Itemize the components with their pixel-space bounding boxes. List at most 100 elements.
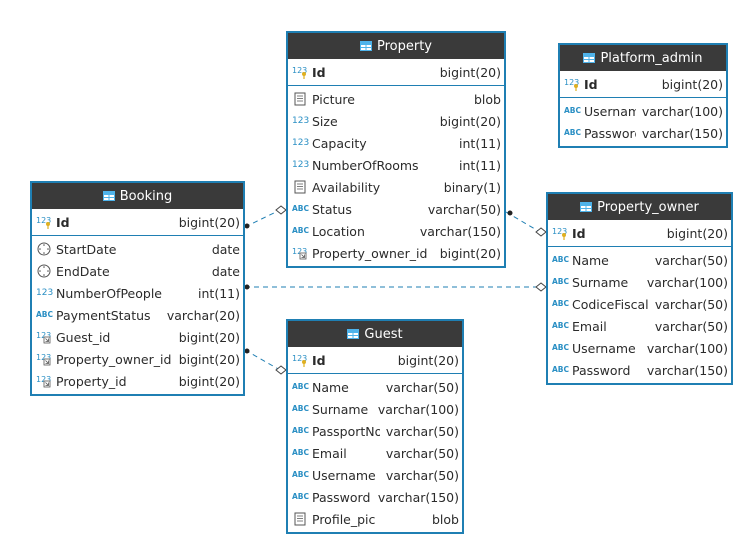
many-end-dot-icon	[507, 210, 513, 216]
column-type: bigint(20)	[439, 245, 501, 261]
column-name: Password	[312, 489, 371, 505]
fk-number-icon: 123	[36, 374, 54, 388]
entity-header[interactable]: Platform_admin	[560, 45, 726, 71]
entity-header[interactable]: Guest	[288, 321, 462, 347]
column-picture[interactable]: Picture blob	[288, 88, 504, 110]
table-icon	[347, 329, 360, 339]
column-name: Email	[312, 445, 347, 461]
entity-header[interactable]: Booking	[32, 183, 243, 209]
column-type: blob	[474, 91, 501, 107]
column-type: date	[211, 241, 240, 257]
column-name: Picture	[312, 91, 355, 107]
entity-title: Property	[376, 38, 432, 54]
column-startdate[interactable]: StartDate date	[32, 238, 243, 260]
column-type: bigint(20)	[178, 329, 240, 345]
text-icon: ABC	[292, 224, 310, 238]
column-type: varchar(50)	[385, 423, 459, 439]
column-name: Profile_pic	[312, 511, 376, 527]
column-name: Username	[572, 340, 636, 356]
entity-title: Booking	[119, 188, 173, 204]
number-icon: 123	[292, 158, 310, 172]
column-name: Guest_id	[56, 329, 111, 345]
column-name: CodiceFiscale	[572, 296, 649, 312]
number-icon: 123	[36, 286, 54, 300]
svg-text:123: 123	[292, 160, 309, 170]
entity-header[interactable]: Property	[288, 33, 504, 59]
relation-property-to-property-owner[interactable]	[505, 210, 547, 237]
column-type: blob	[432, 511, 459, 527]
many-end-dot-icon	[244, 348, 250, 354]
column-name: Id	[312, 64, 326, 80]
column-profile-pic[interactable]: Profile_pic blob	[288, 508, 462, 530]
column-name: Id	[572, 225, 586, 241]
svg-text:ABC: ABC	[292, 426, 310, 435]
column-type: bigint(20)	[439, 113, 501, 129]
key-number-icon: 123	[292, 65, 310, 79]
column-name: Password	[572, 362, 631, 378]
relation-booking-to-property-owner[interactable]	[244, 282, 547, 292]
entity-title: Guest	[364, 326, 403, 342]
table-icon	[359, 41, 372, 51]
svg-text:123: 123	[36, 375, 51, 384]
column-name: StartDate	[56, 241, 117, 257]
table-icon	[583, 53, 596, 63]
svg-text:ABC: ABC	[552, 321, 570, 330]
svg-text:ABC: ABC	[292, 448, 310, 457]
svg-text:ABC: ABC	[292, 470, 310, 479]
svg-text:123: 123	[292, 66, 307, 75]
column-name: Username	[312, 467, 376, 483]
svg-text:ABC: ABC	[292, 226, 310, 235]
column-id[interactable]: 123 Id bigint(20)	[288, 61, 504, 83]
relation-booking-to-property[interactable]	[244, 205, 287, 229]
column-type: bigint(20)	[178, 214, 240, 230]
relation-booking-to-guest[interactable]	[244, 348, 287, 375]
column-name: Availability	[312, 179, 381, 195]
column-name: PassportNo	[312, 423, 380, 439]
text-icon: ABC	[292, 424, 310, 438]
table-icon	[580, 202, 593, 212]
column-type: bigint(20)	[439, 64, 501, 80]
entity-header[interactable]: Property_owner	[548, 194, 731, 220]
column-type: varchar(50)	[654, 252, 728, 268]
column-name: Property_id	[56, 373, 127, 389]
svg-text:123: 123	[36, 353, 51, 362]
